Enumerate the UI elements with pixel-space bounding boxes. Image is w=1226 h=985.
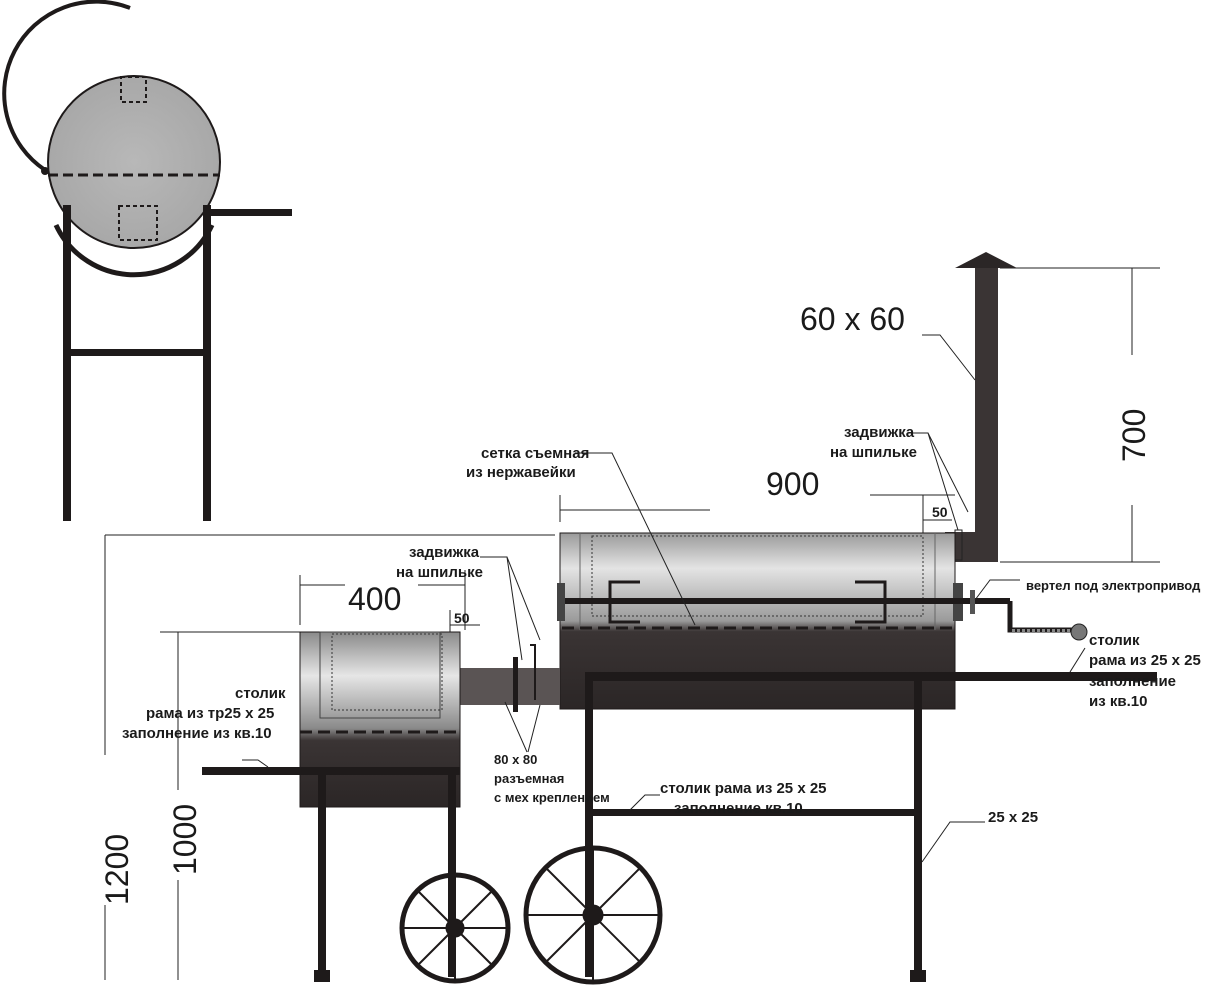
left-table	[202, 767, 460, 775]
label-damper-main-2: на шпильке	[830, 444, 917, 461]
label-connector-3: с мех креплением	[494, 790, 610, 805]
label-connector-1: 80 x 80	[494, 752, 537, 767]
dimension-lines	[104, 267, 1160, 980]
label-damper-main-1: задвижка	[844, 424, 915, 441]
wheel-large	[523, 845, 663, 985]
label-damper-firebox-1: задвижка	[409, 544, 480, 561]
label-grate-2: из нержавейки	[466, 464, 576, 481]
end-view	[2, 0, 292, 521]
label-table-right-2: рама из 25 x 25	[1089, 652, 1201, 669]
frame	[202, 672, 1157, 982]
barrel-end	[47, 75, 221, 249]
cooking-chamber	[557, 532, 1088, 710]
dim-firebox-length: 400	[348, 581, 401, 617]
firebox	[299, 631, 461, 808]
side-table	[203, 209, 292, 216]
label-table-right-1: столик	[1089, 632, 1140, 649]
label-table-left-1: столик	[235, 685, 286, 702]
wheel-small	[399, 872, 511, 984]
label-table-right-3: заполнение	[1089, 673, 1176, 690]
label-shelf-bottom-2: заполнение кв.10	[674, 800, 803, 817]
label-connector-2: разъемная	[494, 771, 564, 786]
dim-total-height: 1200	[99, 834, 135, 905]
dim-chimney-section: 60 x 60	[800, 301, 905, 337]
label-table-left-2: рама из тр25 x 25	[146, 705, 274, 722]
dim-chimney-height: 700	[1116, 409, 1152, 462]
leader-lines	[242, 334, 1086, 863]
label-table-left-3: заполнение из кв.10	[122, 725, 272, 742]
connector-pipe	[460, 668, 560, 705]
label-damper-firebox-2: на шпильке	[396, 564, 483, 581]
label-spit: вертел под электропривод	[1026, 578, 1201, 593]
dim-chamber-length: 900	[766, 466, 819, 502]
right-table	[585, 672, 1157, 681]
dim-chamber-offset: 50	[932, 504, 948, 520]
lid-hinge	[41, 167, 49, 175]
label-leg-profile: 25 x 25	[988, 809, 1038, 826]
lid-arc	[2, 0, 131, 172]
label-grate-1: сетка съемная	[481, 445, 589, 462]
label-table-right-4: из кв.10	[1089, 693, 1147, 710]
spit-rod	[565, 598, 1010, 604]
chimney	[945, 252, 1017, 562]
dim-firebox-offset: 50	[454, 610, 470, 626]
bottom-shelf	[585, 809, 922, 816]
dim-firebox-height: 1000	[167, 804, 203, 875]
label-shelf-bottom-1: столик рама из 25 x 25	[660, 780, 827, 797]
